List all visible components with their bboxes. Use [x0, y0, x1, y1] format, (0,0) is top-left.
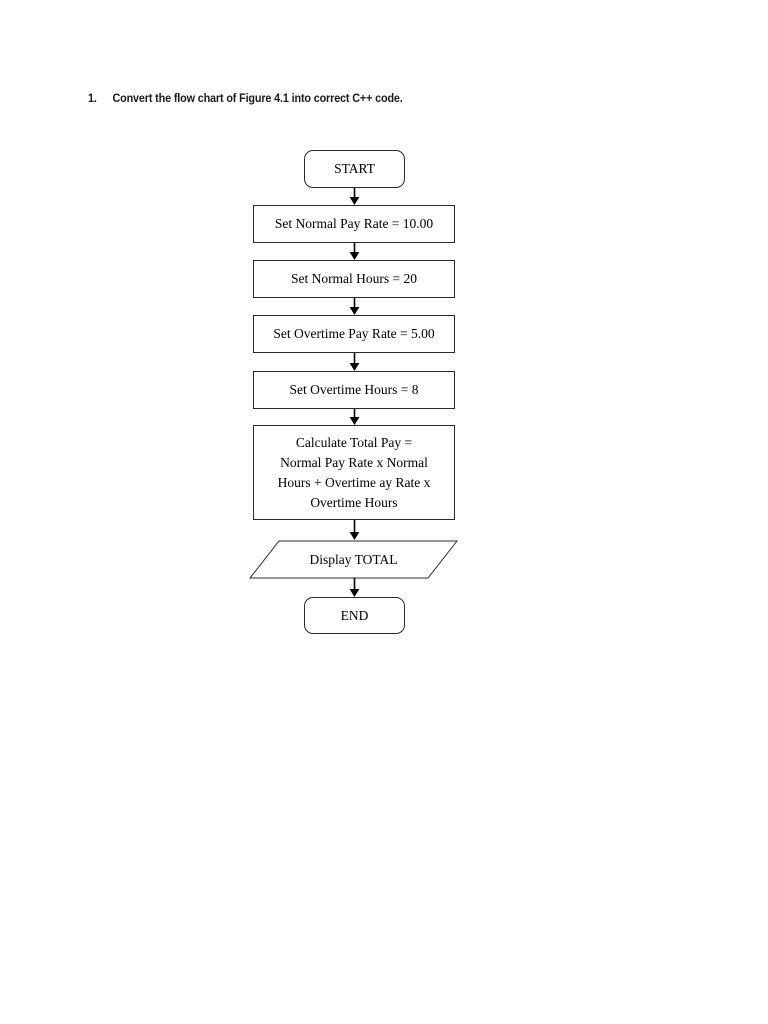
- question-text: Convert the flow chart of Figure 4.1 int…: [112, 93, 403, 105]
- flow-node-calculate-total-pay-line-1: Calculate Total Pay =: [295, 434, 413, 450]
- flow-edge-normal-rate-to-normal-hours: [347, 243, 362, 260]
- flow-node-calculate-total-pay: Calculate Total Pay = Normal Pay Rate x …: [253, 425, 455, 520]
- flow-node-set-overtime-hours-label: Set Overtime Hours = 8: [289, 382, 419, 397]
- parallelogram-shape: [249, 540, 458, 579]
- flow-node-set-overtime-pay-rate-label: Set Overtime Pay Rate = 5.00: [273, 326, 435, 341]
- flow-node-set-normal-hours: Set Normal Hours = 20: [253, 260, 455, 298]
- flow-edge-start-to-normal-rate: [347, 188, 362, 205]
- flow-node-start: START: [304, 150, 405, 188]
- flow-node-set-overtime-hours: Set Overtime Hours = 8: [253, 371, 455, 409]
- flow-edge-ot-rate-to-ot-hours: [347, 353, 362, 371]
- flow-edge-display-to-end: [347, 578, 362, 597]
- flow-edge-calculate-to-display: [347, 520, 362, 540]
- flow-node-end: END: [304, 597, 405, 634]
- flow-node-display-total-label: Display TOTAL: [309, 551, 398, 567]
- flow-node-set-normal-pay-rate-label: Set Normal Pay Rate = 10.00: [274, 216, 434, 231]
- flow-node-calculate-total-pay-line-4: Overtime Hours: [310, 494, 398, 510]
- flow-node-start-label: START: [334, 161, 375, 176]
- flow-edge-normal-hours-to-ot-rate: [347, 298, 362, 315]
- flow-node-set-overtime-pay-rate: Set Overtime Pay Rate = 5.00: [253, 315, 455, 353]
- flow-node-set-normal-hours-label: Set Normal Hours = 20: [290, 271, 418, 286]
- question-number: 1.: [88, 93, 97, 105]
- question-heading: 1. Convert the flow chart of Figure 4.1 …: [88, 93, 652, 105]
- flow-node-set-normal-pay-rate: Set Normal Pay Rate = 10.00: [253, 205, 455, 243]
- flow-edge-ot-hours-to-calculate: [347, 409, 362, 425]
- flow-node-calculate-total-pay-line-2: Normal Pay Rate x Normal: [280, 454, 428, 470]
- flow-node-calculate-total-pay-line-3: Hours + Overtime ay Rate x: [277, 474, 431, 490]
- flow-node-end-label: END: [340, 607, 369, 623]
- flow-node-display-total: Display TOTAL: [249, 540, 458, 579]
